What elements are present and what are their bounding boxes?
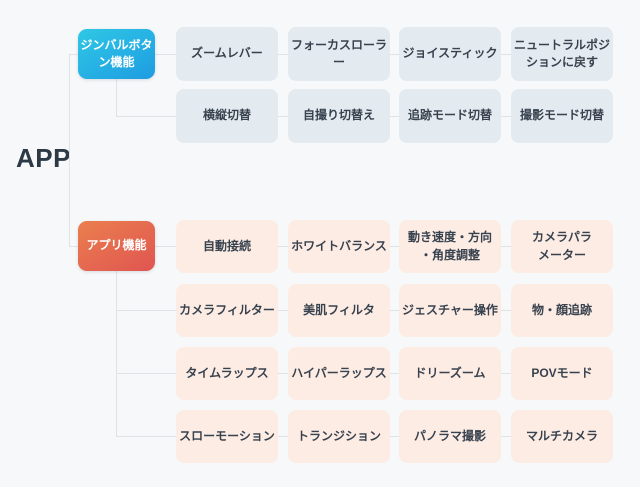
connector-line xyxy=(501,436,511,437)
connector-line xyxy=(390,436,399,437)
connector-line xyxy=(116,310,176,311)
feature-node: カメラフィルター xyxy=(176,284,278,337)
connector-line xyxy=(155,246,176,247)
connector-line xyxy=(278,310,288,311)
feature-node: POVモード xyxy=(511,347,613,400)
connector-line xyxy=(390,310,399,311)
feature-node: フォーカスローラー xyxy=(288,27,390,81)
connector-line xyxy=(501,373,511,374)
connector-line xyxy=(116,79,117,116)
connector-line xyxy=(390,116,399,117)
feature-node: 横縦切替 xyxy=(176,89,278,143)
feature-node: ニュートラルポジ ションに戻す xyxy=(511,27,613,81)
connector-line xyxy=(390,246,399,247)
connector-line xyxy=(116,436,176,437)
branch-gimbal-button-functions: ジンバルボタ ン機能 xyxy=(78,29,155,79)
feature-node: 美肌フィルタ xyxy=(288,284,390,337)
connector-line xyxy=(501,310,511,311)
connector-line xyxy=(116,116,176,117)
connector-line xyxy=(390,54,399,55)
connector-line xyxy=(116,373,176,374)
connector-line xyxy=(501,116,511,117)
connector-line xyxy=(501,54,511,55)
feature-node: ズームレバー xyxy=(176,27,278,81)
feature-node: トランジション xyxy=(288,410,390,463)
feature-node: カメラパラ メーター xyxy=(511,220,613,273)
connector-line xyxy=(278,54,288,55)
branch-app-functions: アプリ機能 xyxy=(78,221,155,271)
feature-node: 自動接続 xyxy=(176,220,278,273)
connector-line xyxy=(155,54,176,55)
connector-line xyxy=(69,54,70,246)
feature-node: 物・顔追跡 xyxy=(511,284,613,337)
feature-node: 自撮り切替え xyxy=(288,89,390,143)
connector-line xyxy=(116,271,117,436)
feature-node: ジョイスティック xyxy=(399,27,501,81)
feature-node: 追跡モード切替 xyxy=(399,89,501,143)
feature-node: パノラマ撮影 xyxy=(399,410,501,463)
connector-line xyxy=(390,373,399,374)
connector-line xyxy=(69,246,78,247)
feature-node: ジェスチャー操作 xyxy=(399,284,501,337)
feature-node: マルチカメラ xyxy=(511,410,613,463)
connector-line xyxy=(278,116,288,117)
root-label: APP xyxy=(16,143,71,173)
feature-node: ハイパーラップス xyxy=(288,347,390,400)
connector-line xyxy=(278,436,288,437)
connector-line xyxy=(278,246,288,247)
connector-line xyxy=(69,54,78,55)
connector-line xyxy=(501,246,511,247)
feature-node: 動き速度・方向 ・角度調整 xyxy=(399,220,501,273)
feature-node: スローモーション xyxy=(176,410,278,463)
feature-node: ホワイトバランス xyxy=(288,220,390,273)
feature-node: 撮影モード切替 xyxy=(511,89,613,143)
connector-line xyxy=(278,373,288,374)
feature-node: ドリーズーム xyxy=(399,347,501,400)
feature-node: タイムラップス xyxy=(176,347,278,400)
